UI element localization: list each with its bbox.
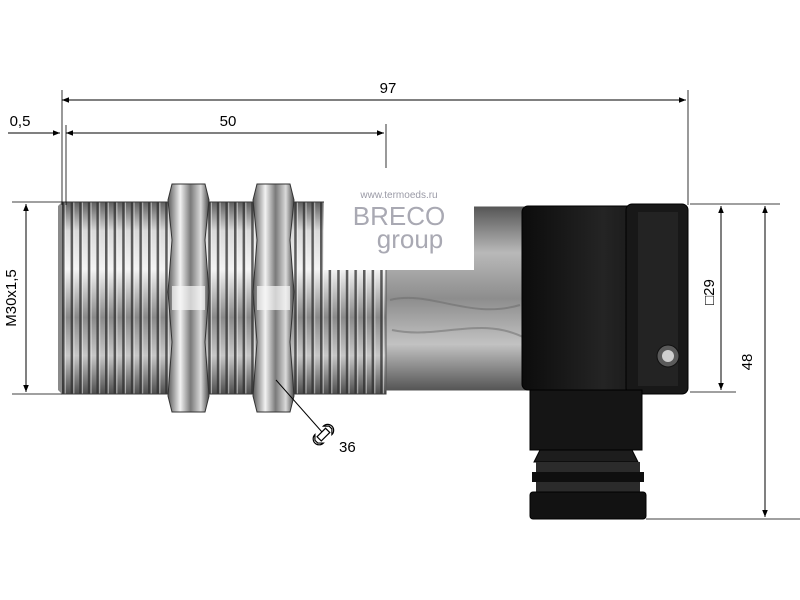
watermark-url: www.termoeds.ru	[359, 190, 437, 201]
lock-nut-front	[167, 183, 210, 413]
watermark-subbrand: group	[377, 224, 444, 254]
angled-connector	[521, 203, 689, 520]
dim-thread-size: M30x1,5	[3, 201, 62, 395]
dim-overall-length: 97	[61, 80, 689, 205]
wrench-size-label: 36	[339, 439, 356, 456]
lock-nut-rear	[252, 183, 295, 413]
watermark-brand: BRECO	[353, 201, 445, 231]
wrench-icon	[312, 423, 335, 446]
dim-29-label: □29	[701, 279, 718, 305]
dim-connector-square: □29	[690, 203, 736, 393]
dim-connector-height: 48	[646, 203, 800, 520]
wrench-callout: 36	[275, 379, 356, 456]
dim-48-label: 48	[739, 354, 756, 371]
dim-thread-length: 50	[66, 113, 387, 168]
dim-m30-label: M30x1,5	[3, 269, 20, 327]
dim-50-label: 50	[220, 113, 237, 130]
watermark: www.termoeds.ru BRECO group	[324, 162, 474, 270]
dim-0-5-label: 0,5	[10, 113, 31, 130]
dim-97-label: 97	[380, 80, 397, 97]
dim-flange-offset: 0,5	[8, 113, 67, 205]
